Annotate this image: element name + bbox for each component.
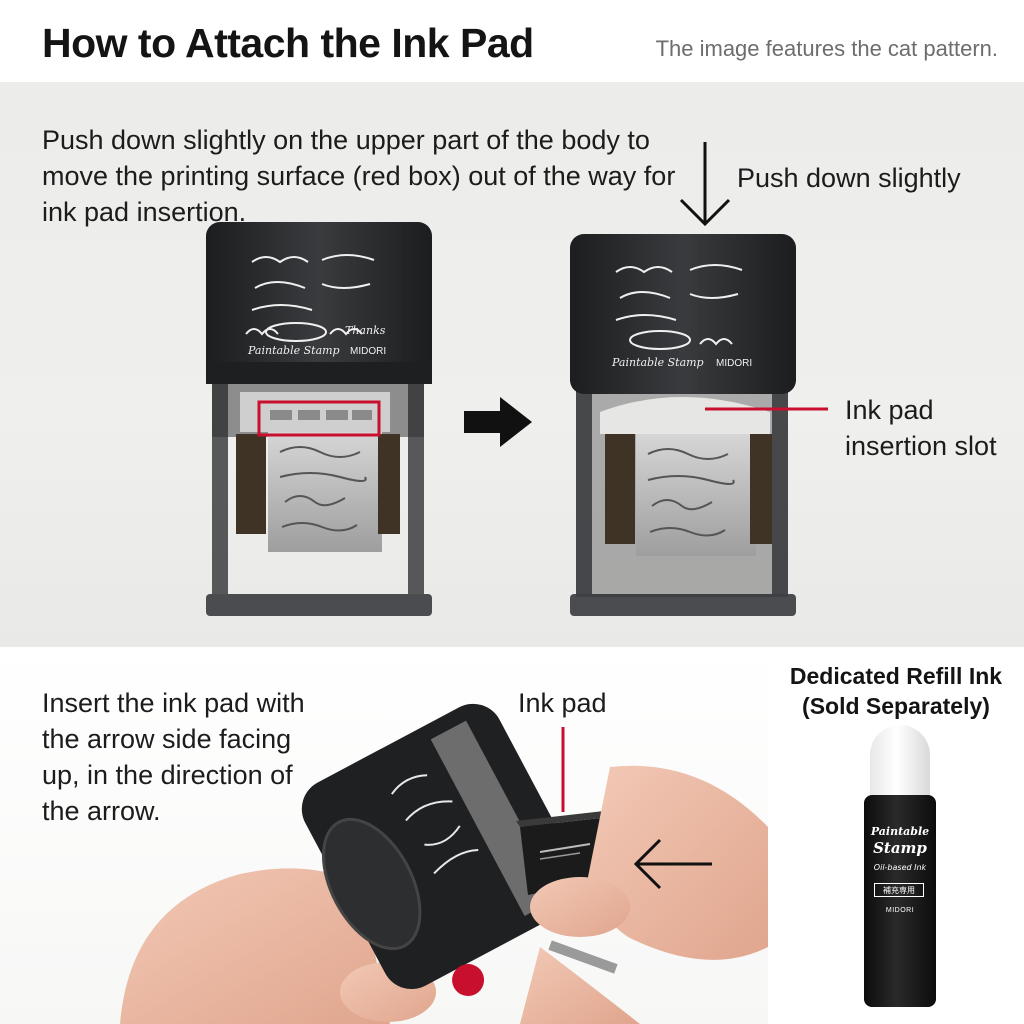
bottle-brand-line1: Paintable (870, 825, 930, 838)
inkpad-label: Ink pad (518, 688, 607, 718)
stamp-after: Paintable Stamp MIDORI (570, 234, 796, 616)
bottle-maker: MIDORI (885, 907, 915, 914)
bottle-japanese: 補充専用 (883, 886, 915, 895)
stamp-before: Paintable Stamp MIDORI Thanks (206, 222, 432, 616)
header: How to Attach the Ink Pad The image feat… (0, 0, 1024, 82)
step2-panel: Insert the ink pad with the arrow side f… (0, 647, 768, 1024)
refill-panel: Dedicated Refill Ink (Sold Separately) P… (768, 647, 1024, 1024)
bottle-brand-line2: Stamp (873, 839, 927, 857)
right-arrow-icon (464, 397, 532, 447)
left-arrow-icon (633, 838, 712, 890)
stamp-in-hand (301, 703, 583, 997)
push-label: Push down slightly (737, 163, 961, 193)
step2-illustration (120, 703, 768, 1024)
step2-instruction: Insert the ink pad with the arrow side f… (42, 688, 305, 826)
svg-text:Paintable Stamp: Paintable Stamp (247, 344, 340, 357)
bottle-body: Paintable Stamp Oil-based Ink 補充専用 MIDOR… (864, 795, 936, 1007)
right-hand (520, 765, 768, 1024)
svg-text:MIDORI: MIDORI (350, 346, 386, 357)
bottle-cap (870, 725, 930, 800)
page-title: How to Attach the Ink Pad (42, 20, 534, 66)
down-arrow-icon (679, 142, 731, 227)
refill-title: Dedicated Refill Ink (Sold Separately) (789, 663, 1003, 719)
bottle-label-box: 補充専用 (874, 883, 924, 897)
step1-panel: Paintable Stamp MIDORI Thanks (0, 82, 1024, 647)
step1-illustration: Paintable Stamp MIDORI Thanks (206, 142, 828, 616)
bottle-subtitle: Oil-based Ink (873, 863, 927, 872)
svg-text:Paintable Stamp: Paintable Stamp (611, 356, 704, 369)
refill-bottle: Paintable Stamp Oil-based Ink 補充専用 MIDOR… (864, 725, 936, 1010)
svg-text:Thanks: Thanks (345, 324, 386, 337)
printing-surface-callout (257, 400, 381, 437)
slot-label: Ink pad insertion slot (845, 395, 997, 461)
pattern-note: The image features the cat pattern. (655, 36, 998, 61)
step1-instruction: Push down slightly on the upper part of … (42, 125, 676, 227)
svg-text:MIDORI: MIDORI (716, 358, 752, 369)
